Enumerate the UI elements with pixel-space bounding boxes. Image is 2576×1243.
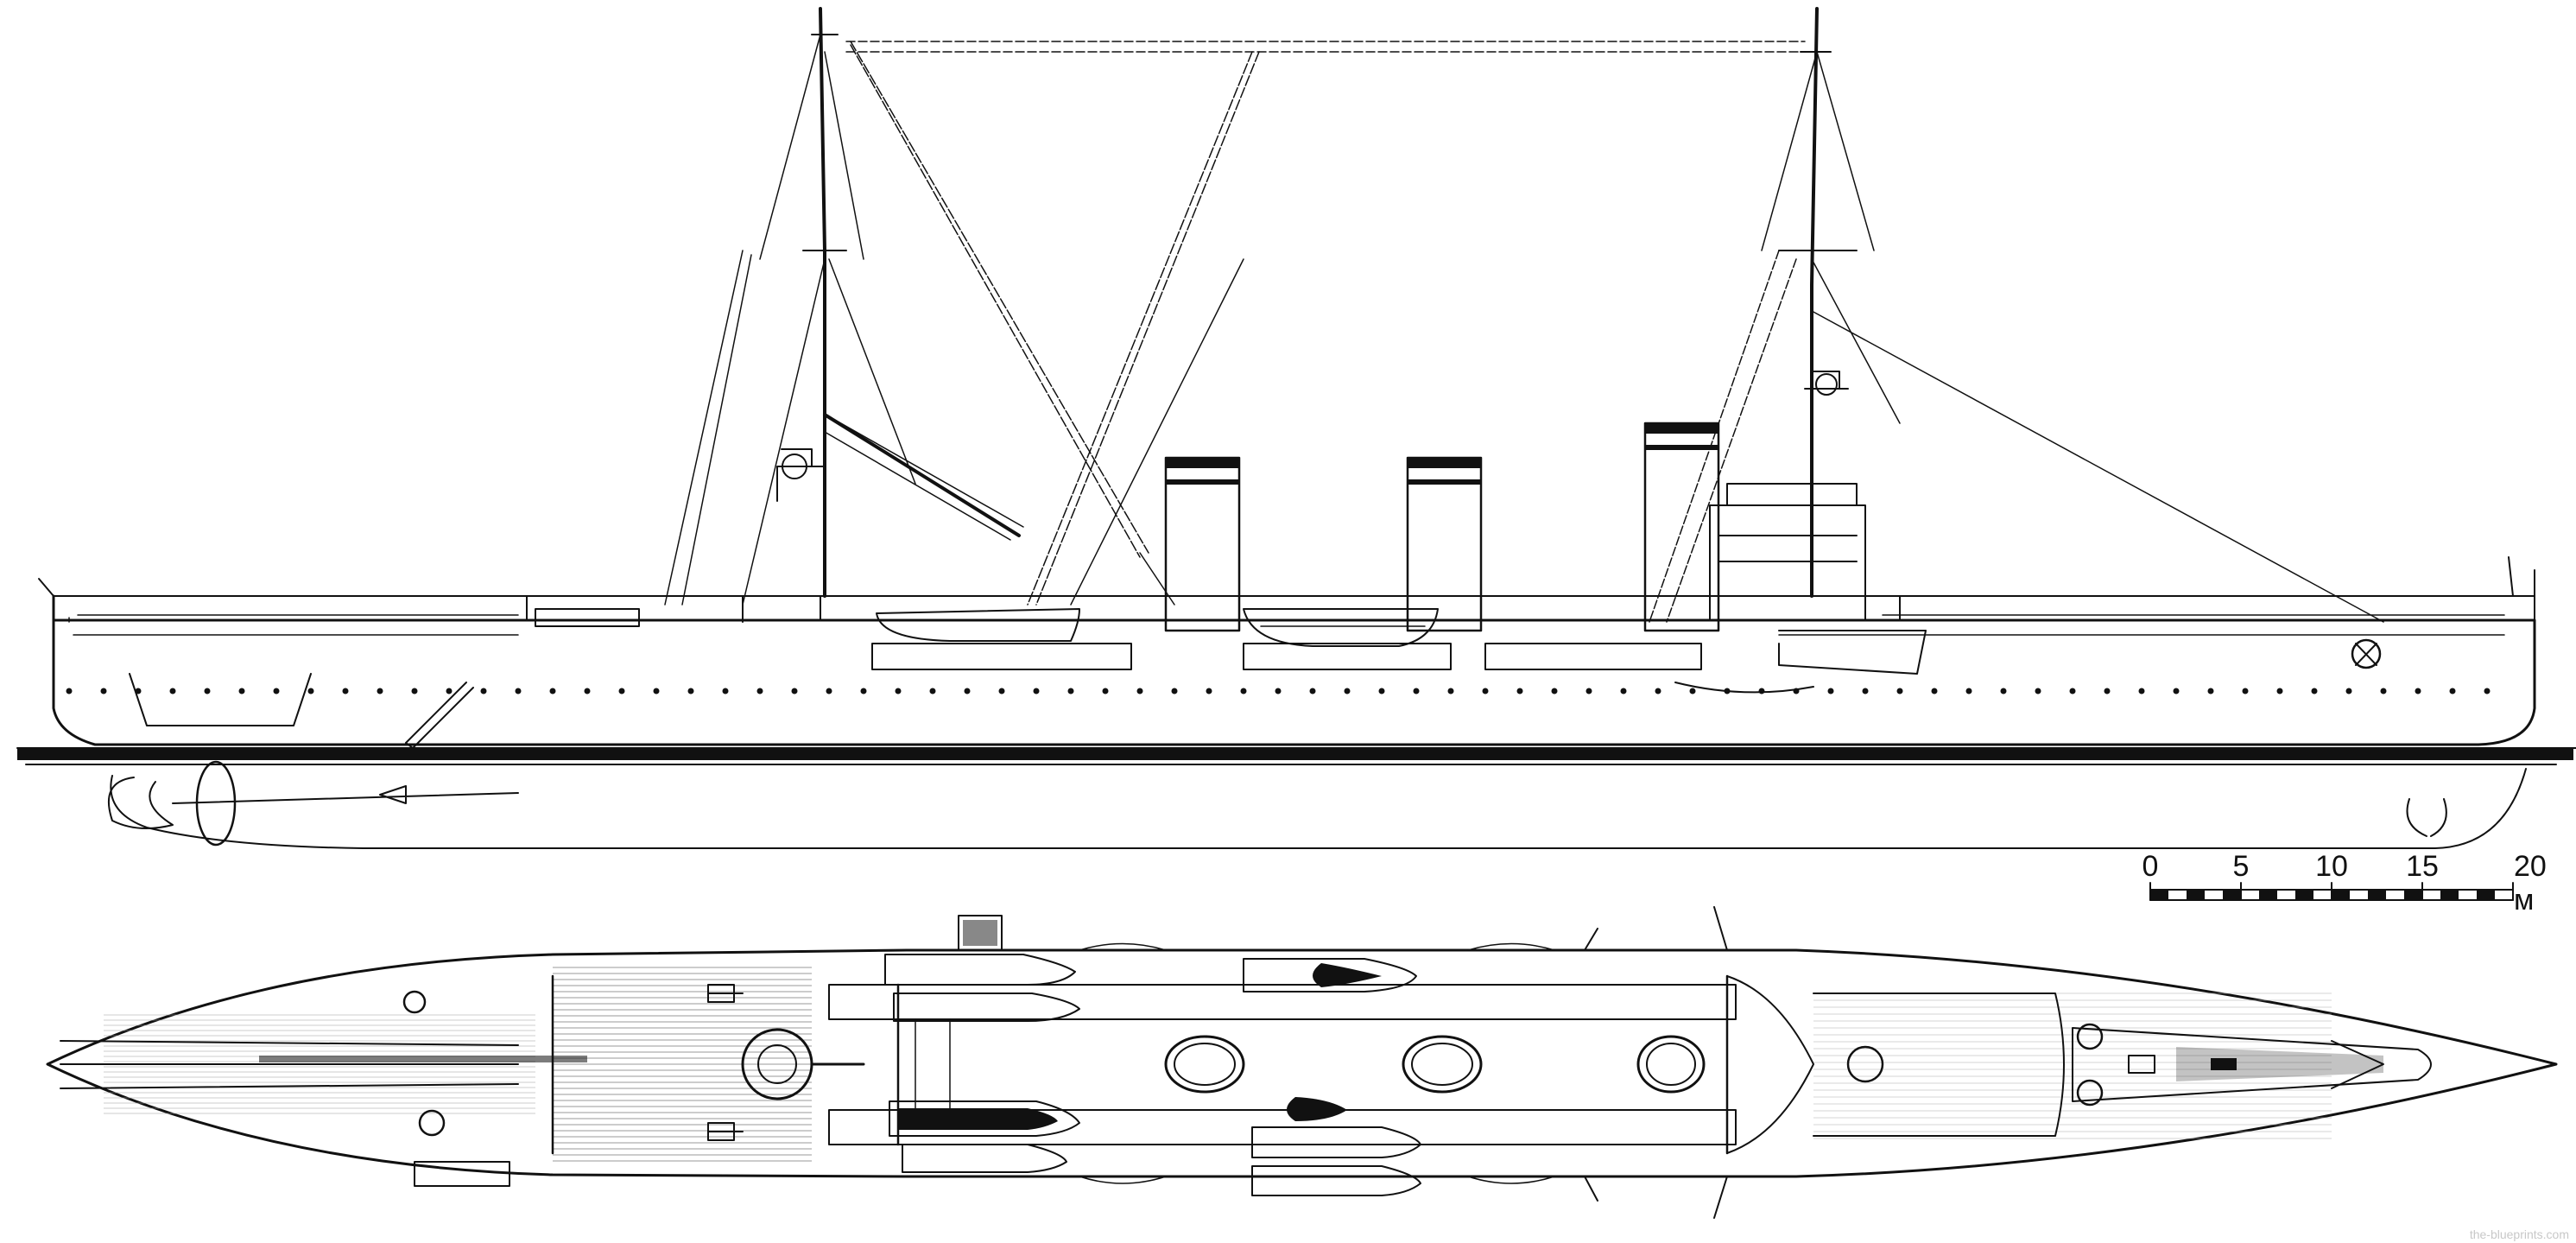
scale-label-20: 20 м	[2514, 850, 2547, 916]
side-elevation-view	[16, 7, 2576, 849]
forecastle-detail	[2072, 1023, 2432, 1107]
rigging	[664, 34, 2384, 623]
superstructure	[38, 483, 2535, 749]
side-boats	[876, 608, 1439, 647]
plan-deck-outline	[46, 948, 2558, 1178]
side-hull-outline	[52, 594, 2536, 746]
masts	[776, 7, 1858, 598]
foremast	[1810, 7, 1819, 598]
plan-boats	[884, 954, 1421, 1196]
mainmast	[819, 7, 826, 598]
scale-label-5: 5	[2232, 850, 2250, 883]
portholes	[66, 688, 2491, 694]
funnel-tops	[1164, 1035, 1706, 1094]
scale-bar	[2149, 882, 2514, 901]
waterline-band	[17, 748, 2573, 760]
funnels	[1164, 422, 1720, 632]
underwater-hull	[110, 768, 2527, 849]
scale-label-10: 10	[2315, 850, 2348, 883]
scale-label-15: 15	[2406, 850, 2439, 883]
watermark: the-blueprints.com	[2469, 1227, 2569, 1241]
anchor-icon	[2351, 638, 2382, 669]
plan-view	[46, 906, 2558, 1219]
quarterdeck-detail	[60, 915, 1003, 1187]
scale-label-0: 0	[2142, 850, 2159, 883]
propeller-shaft	[108, 760, 2447, 847]
